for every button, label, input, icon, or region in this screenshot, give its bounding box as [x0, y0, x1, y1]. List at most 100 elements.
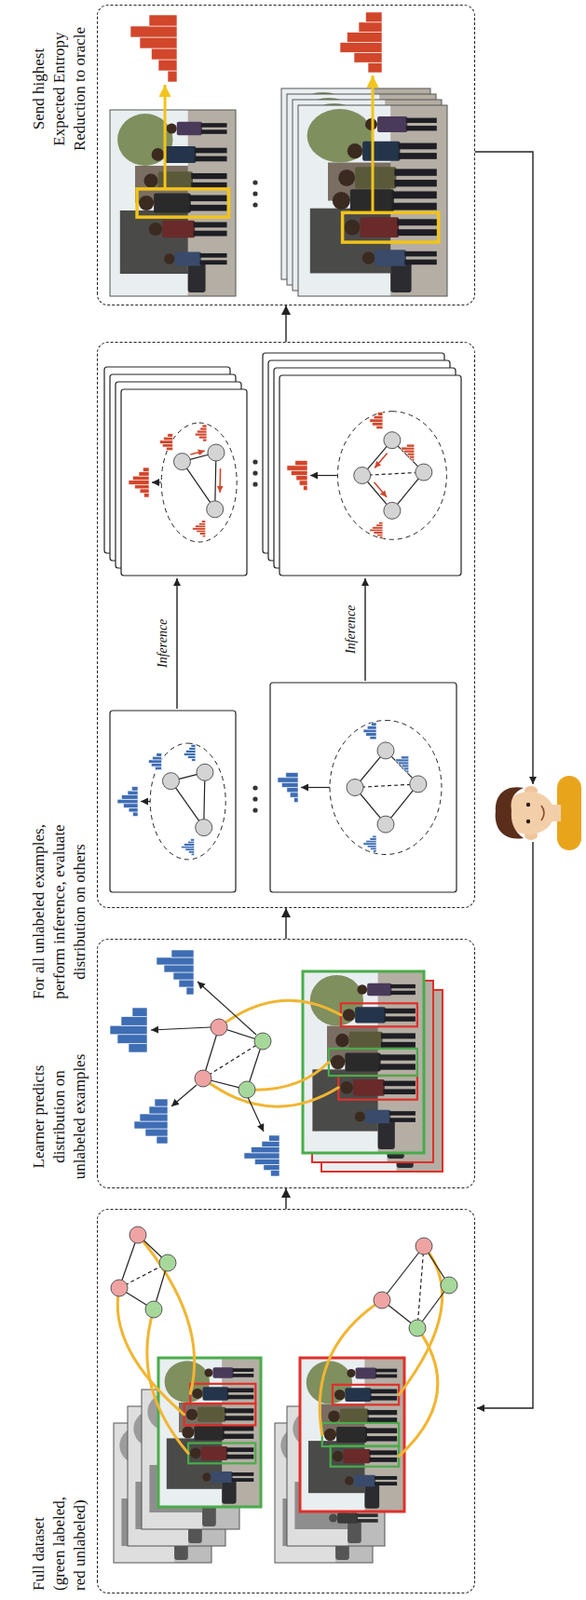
- histogram-bar: [196, 430, 207, 434]
- oracle-eye: [526, 803, 531, 807]
- pointer-arrow: [197, 981, 257, 1036]
- histogram-bar: [377, 533, 383, 537]
- pedestrian-body: [197, 1407, 226, 1423]
- histogram-bar: [162, 443, 173, 448]
- pedestrian-leg: [226, 1447, 254, 1453]
- histogram: [128, 467, 150, 498]
- pedestrian-leg: [368, 1458, 397, 1463]
- histogram-bar: [366, 12, 383, 23]
- pedestrian-leg: [231, 1478, 255, 1483]
- photo: [302, 971, 424, 1154]
- pedestrian-body: [359, 217, 399, 238]
- pedestrian: [342, 1007, 416, 1023]
- pedestrian-body: [343, 1449, 371, 1464]
- histogram-bar: [196, 530, 206, 533]
- photo-content: [299, 1358, 405, 1513]
- graph-node: [440, 1277, 458, 1295]
- histogram-bar: [281, 782, 299, 788]
- pedestrian: [190, 1446, 254, 1461]
- pedestrian-leg: [369, 1396, 397, 1402]
- graph-node: [162, 773, 179, 791]
- oracle-hair: [495, 787, 524, 839]
- photo-ground: [221, 1358, 261, 1508]
- histogram-bar: [183, 752, 196, 756]
- graph-edge: [381, 1246, 424, 1301]
- histogram-bar: [411, 458, 415, 462]
- association-curve: [246, 1062, 329, 1091]
- histogram: [183, 744, 196, 762]
- pedestrian-body: [362, 141, 400, 162]
- histogram-bar: [189, 747, 196, 750]
- histogram-bar: [109, 1025, 148, 1036]
- bounding-box: [188, 1443, 256, 1464]
- histogram: [369, 412, 383, 430]
- ellipsis-dot: [252, 190, 258, 196]
- histogram-bar: [366, 733, 377, 737]
- photo-ground: [390, 105, 448, 297]
- histogram-bar: [367, 62, 382, 73]
- graph-node: [159, 1254, 177, 1272]
- pedestrian-body: [353, 1079, 385, 1097]
- histogram-bar: [144, 492, 150, 498]
- histogram-bar: [202, 424, 207, 428]
- histogram-bar: [369, 735, 377, 740]
- graph: [110, 1226, 177, 1319]
- histogram-bar: [299, 480, 308, 486]
- pedestrian-head: [338, 169, 355, 187]
- histogram-bar: [286, 773, 299, 778]
- pedestrian-body: [337, 1512, 358, 1525]
- pedestrian-head: [151, 148, 165, 162]
- histogram-bar: [188, 850, 194, 854]
- pedestrian-leg: [200, 259, 228, 265]
- pedestrian: [332, 1449, 397, 1464]
- inference-card: [121, 389, 247, 576]
- pedestrian-leg: [222, 1426, 254, 1431]
- pedestrian-leg: [365, 1428, 397, 1433]
- pedestrian-body: [158, 171, 193, 191]
- graph-node: [383, 432, 401, 450]
- histogram-bar: [290, 470, 308, 476]
- photo-sky: [302, 971, 424, 1154]
- pedestrian-leg: [232, 1368, 255, 1373]
- graph-node: [194, 1070, 212, 1088]
- pointer-arrow: [371, 75, 375, 213]
- pedestrian-head: [204, 1369, 214, 1378]
- pointer-arrow: [310, 475, 338, 477]
- pedestrian-head: [324, 1429, 337, 1442]
- histogram-bar: [340, 42, 382, 54]
- pedestrian-body: [336, 1427, 368, 1444]
- graph-node: [210, 1019, 228, 1036]
- histogram-bar: [395, 759, 409, 763]
- histogram-bar: [132, 476, 150, 481]
- pedestrian-head: [166, 122, 178, 134]
- pedestrian: [138, 193, 227, 214]
- pedestrian-body: [211, 1471, 233, 1484]
- pedestrian-leg: [392, 203, 437, 211]
- histogram-bar: [134, 1121, 168, 1130]
- histogram-bar: [156, 957, 194, 966]
- ellipsis-dot: [252, 470, 258, 476]
- histogram-bar: [367, 726, 377, 731]
- histogram-bar: [303, 485, 308, 491]
- pedestrian-leg: [201, 129, 228, 135]
- photo-content: [302, 971, 424, 1154]
- pedestrian-leg: [382, 1081, 416, 1088]
- ellipsis-dot: [252, 481, 258, 487]
- photo-frame: [302, 971, 424, 1154]
- association-curve: [398, 1328, 438, 1458]
- histogram: [401, 444, 415, 462]
- histogram: [134, 1099, 168, 1145]
- ellipsis-dot: [252, 807, 258, 813]
- pedestrian-leg: [356, 1513, 379, 1518]
- histogram-bar: [373, 850, 378, 854]
- histogram-bar: [286, 788, 299, 793]
- graph-node: [129, 1226, 147, 1244]
- panel-title: For all unlabeled examples, perform infe…: [28, 800, 91, 1024]
- histogram-bar: [398, 762, 409, 765]
- pedestrian-head: [181, 1426, 194, 1439]
- graph-node: [110, 1280, 128, 1297]
- pedestrian: [191, 1387, 254, 1402]
- histogram-bar: [263, 1164, 280, 1171]
- graph: [162, 763, 213, 836]
